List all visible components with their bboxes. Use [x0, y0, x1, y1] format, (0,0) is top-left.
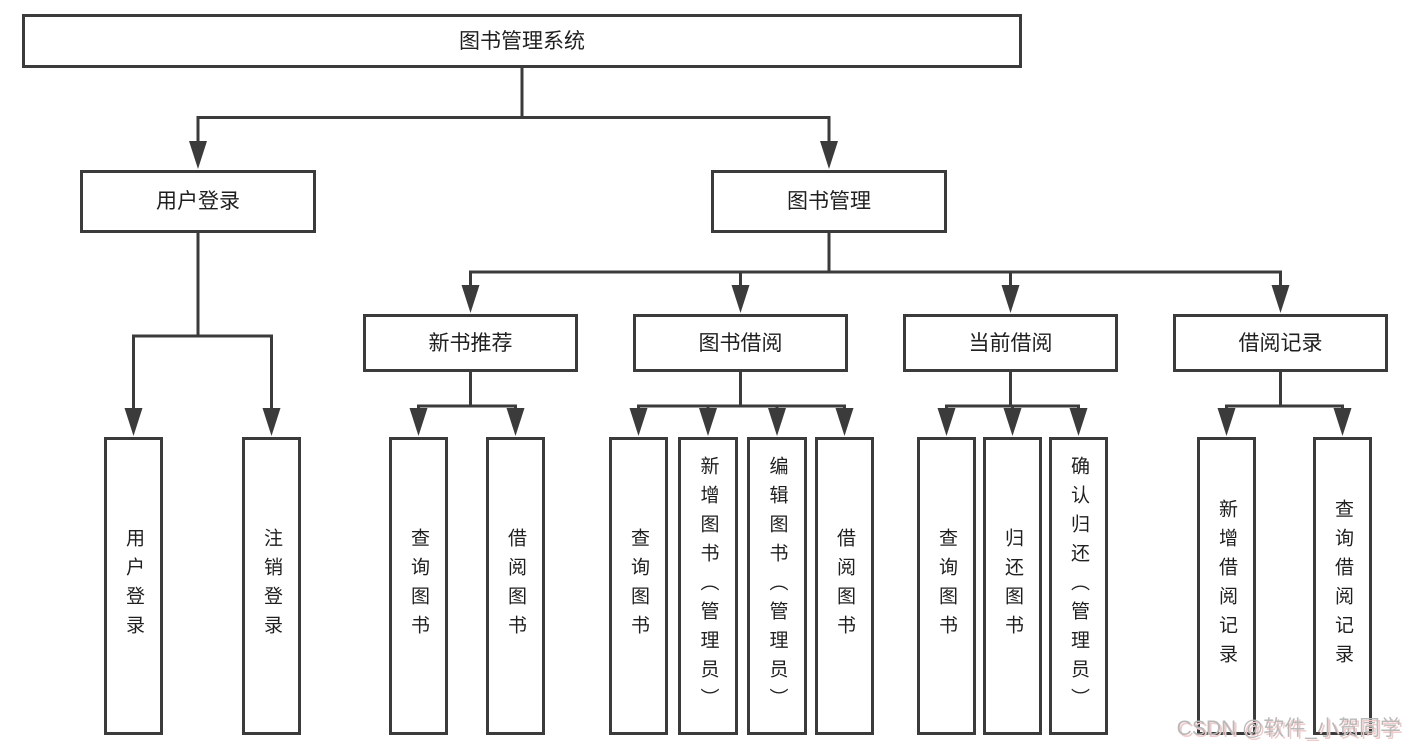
arrowhead-icon — [461, 285, 480, 313]
node-leaf-borrow-books: 借阅图书 — [815, 437, 874, 735]
node-label: 查询图书 — [936, 528, 957, 644]
node-leaf-return-books: 归还图书 — [983, 437, 1042, 735]
node-label: 借阅记录 — [1238, 331, 1323, 355]
node-borrowing-records: 借阅记录 — [1173, 314, 1388, 372]
arrowhead-icon — [262, 408, 281, 436]
node-label: 编辑图书（管理员） — [766, 455, 788, 717]
node-leaf-add-books-admin: 新增图书（管理员） — [678, 437, 738, 735]
node-leaf-rec-borrow-books: 借阅图书 — [486, 437, 545, 735]
node-user-login-module: 用户登录 — [80, 170, 316, 233]
node-label: 用户登录 — [123, 528, 144, 644]
node-leaf-borrow-query-books: 查询图书 — [609, 437, 668, 735]
node-book-borrowing: 图书借阅 — [633, 314, 848, 372]
arrowhead-icon — [699, 408, 717, 436]
node-new-book-recommendation: 新书推荐 — [363, 314, 578, 372]
node-label: 确认归还（管理员） — [1068, 455, 1089, 717]
arrowhead-icon — [629, 408, 648, 436]
node-leaf-user-login: 用户登录 — [104, 437, 163, 735]
node-label: 查询借阅记录 — [1332, 499, 1353, 673]
node-leaf-edit-books-admin: 编辑图书（管理员） — [747, 437, 807, 735]
node-leaf-logout: 注销登录 — [242, 437, 301, 735]
node-leaf-add-borrow-record: 新增借阅记录 — [1197, 437, 1256, 735]
arrowhead-icon — [1217, 408, 1236, 436]
arrowhead-icon — [768, 408, 786, 436]
node-leaf-query-borrow-record: 查询借阅记录 — [1313, 437, 1372, 735]
node-current-borrowing: 当前借阅 — [903, 314, 1118, 372]
node-label: 新书推荐 — [428, 331, 513, 355]
node-label: 注销登录 — [261, 528, 282, 644]
arrowhead-icon — [1001, 285, 1020, 313]
node-label: 查询图书 — [408, 528, 429, 644]
arrowhead-icon — [835, 408, 854, 436]
node-label: 查询图书 — [628, 528, 649, 644]
node-label: 图书管理系统 — [459, 29, 585, 53]
node-label: 新增图书（管理员） — [697, 455, 719, 717]
arrowhead-icon — [1069, 408, 1088, 436]
arrowhead-icon — [1003, 408, 1022, 436]
arrowhead-icon — [124, 408, 143, 436]
node-label: 图书借阅 — [698, 331, 783, 355]
arrowhead-icon — [731, 285, 750, 313]
arrowhead-icon — [409, 408, 428, 436]
node-library-management-system: 图书管理系统 — [22, 14, 1022, 68]
arrowhead-icon — [1271, 285, 1290, 313]
node-label: 新增借阅记录 — [1216, 499, 1237, 673]
node-leaf-confirm-return-admin: 确认归还（管理员） — [1049, 437, 1108, 735]
node-label: 当前借阅 — [968, 331, 1053, 355]
node-label: 归还图书 — [1002, 528, 1023, 644]
arrowhead-icon — [937, 408, 956, 436]
node-label: 图书管理 — [787, 190, 871, 213]
csdn-watermark: CSDN @软件_小贺同学 — [1176, 717, 1401, 740]
node-label: 借阅图书 — [505, 528, 526, 644]
node-leaf-current-query-books: 查询图书 — [917, 437, 976, 735]
node-leaf-rec-query-books: 查询图书 — [389, 437, 448, 735]
arrowhead-icon — [189, 141, 207, 169]
node-book-management-module: 图书管理 — [711, 170, 947, 233]
arrowhead-icon — [820, 141, 838, 169]
node-label: 用户登录 — [156, 190, 240, 213]
node-label: 借阅图书 — [834, 528, 855, 644]
arrowhead-icon — [506, 408, 525, 436]
arrowhead-icon — [1333, 408, 1352, 436]
